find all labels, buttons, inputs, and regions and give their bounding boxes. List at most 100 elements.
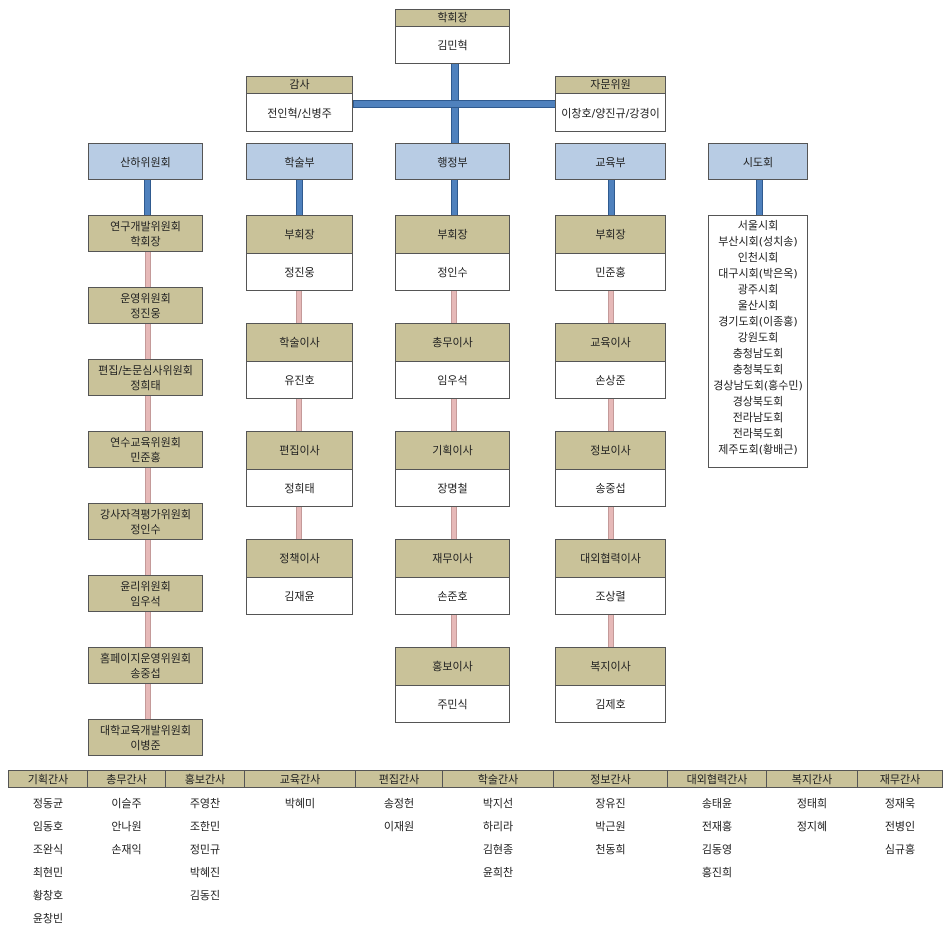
chair-name: 김민혁 — [395, 27, 510, 64]
list-item: 박지선 — [482, 797, 514, 810]
connector-committee-3 — [145, 395, 151, 432]
role-title: 기획이사 — [395, 431, 510, 470]
list-item: 홍진희 — [701, 866, 733, 879]
committee-box: 연구개발위원회 학회장 — [88, 215, 203, 252]
admin-role-box: 부회장 정인수 — [395, 215, 510, 291]
connector-admin-2 — [451, 395, 457, 432]
connector-academic-2 — [296, 395, 302, 432]
committee-name: 정인수 — [130, 522, 161, 536]
list-item: 전라남도회 — [732, 411, 784, 424]
committee-box: 연수교육위원회 민준홍 — [88, 431, 203, 468]
committee-title: 편집/논문심사위원회 — [98, 363, 193, 377]
list-item: 송정헌 — [383, 797, 415, 810]
dept-cities: 시도회 — [708, 143, 808, 180]
connector-committee-4 — [145, 467, 151, 504]
list-item: 박혜미 — [284, 797, 316, 810]
admin-role-box: 홍보이사 주민식 — [395, 647, 510, 723]
role-title: 부회장 — [246, 215, 353, 254]
list-item: 부산시회(성치송) — [718, 235, 798, 248]
role-name: 임우석 — [395, 362, 510, 399]
admin-role-box: 재무이사 손준호 — [395, 539, 510, 615]
education-role-box: 교육이사 손상준 — [555, 323, 666, 399]
connector-committee-1 — [145, 251, 151, 288]
secretary-title: 홍보간사 — [165, 770, 245, 788]
list-item: 황창호 — [32, 889, 64, 902]
role-name: 유진호 — [246, 362, 353, 399]
role-name: 손상준 — [555, 362, 666, 399]
list-item: 박혜진 — [189, 866, 221, 879]
academic-role-box: 편집이사 정희태 — [246, 431, 353, 507]
list-item: 정지혜 — [796, 820, 828, 833]
advisor-name: 이창호/양진규/강경이 — [555, 94, 666, 132]
role-title: 교육이사 — [555, 323, 666, 362]
role-title: 복지이사 — [555, 647, 666, 686]
secretary-column: 학술간사 박지선 하리라 김현종 윤희찬 — [442, 770, 554, 887]
education-role-box: 정보이사 송중섭 — [555, 431, 666, 507]
list-item: 강원도회 — [737, 331, 779, 344]
role-title: 부회장 — [395, 215, 510, 254]
role-name: 송중섭 — [555, 470, 666, 507]
list-item: 울산시회 — [737, 299, 779, 312]
list-item: 서울시회 — [737, 219, 779, 232]
role-title: 재무이사 — [395, 539, 510, 578]
list-item: 정태희 — [796, 797, 828, 810]
secretary-column: 재무간사 정재욱 전병인 심규홍 — [857, 770, 943, 864]
list-item: 윤희찬 — [482, 866, 514, 879]
admin-role-box: 총무이사 임우석 — [395, 323, 510, 399]
connector-education-4 — [608, 611, 614, 648]
academic-role-box: 부회장 정진웅 — [246, 215, 353, 291]
role-title: 정보이사 — [555, 431, 666, 470]
secretary-column: 편집간사 송정헌 이재원 — [355, 770, 443, 841]
list-item: 주영찬 — [189, 797, 221, 810]
connector-committees — [144, 179, 151, 216]
dept-admin: 행정부 — [395, 143, 510, 180]
list-item: 송태윤 — [701, 797, 733, 810]
chair-box: 학회장 김민혁 — [395, 9, 510, 64]
connector-admin-3 — [451, 503, 457, 540]
list-item: 윤창빈 — [32, 912, 64, 925]
secretary-title: 교육간사 — [244, 770, 356, 788]
list-item: 전라북도회 — [732, 427, 784, 440]
connector-committee-2 — [145, 323, 151, 360]
committee-name: 송중섭 — [130, 666, 161, 680]
list-item: 이슬주 — [111, 797, 142, 810]
secretary-title: 재무간사 — [857, 770, 943, 788]
role-title: 부회장 — [555, 215, 666, 254]
list-item: 정민규 — [189, 843, 221, 856]
list-item: 제주도회(황배근) — [718, 443, 798, 456]
committee-box: 강사자격평가위원회 정인수 — [88, 503, 203, 540]
role-name: 정인수 — [395, 254, 510, 291]
list-item: 대구시회(박은옥) — [718, 267, 798, 280]
connector-chair-horizontal — [353, 100, 556, 108]
committee-box: 운영위원회 정진웅 — [88, 287, 203, 324]
secretary-column: 기획간사 정동균 임동호 조완식 최현민 황창호 윤창빈 — [8, 770, 88, 933]
list-item: 김동영 — [701, 843, 733, 856]
dept-academic: 학술부 — [246, 143, 353, 180]
role-name: 민준홍 — [555, 254, 666, 291]
secretary-column: 대외협력간사 송태윤 전재홍 김동영 홍진희 — [667, 770, 767, 887]
auditor-title: 감사 — [246, 76, 353, 94]
admin-role-box: 기획이사 장명철 — [395, 431, 510, 507]
list-item: 하리라 — [482, 820, 514, 833]
committee-box: 편집/논문심사위원회 정희태 — [88, 359, 203, 396]
connector-committee-6 — [145, 611, 151, 648]
list-item: 임동호 — [32, 820, 64, 833]
connector-education-2 — [608, 395, 614, 432]
connector-admin — [451, 179, 458, 216]
committee-name: 정희태 — [130, 378, 161, 392]
education-role-box: 대외협력이사 조상렬 — [555, 539, 666, 615]
list-item: 최현민 — [32, 866, 64, 879]
committee-title: 연구개발위원회 — [110, 219, 181, 233]
auditor-box: 감사 전인혁/신병주 — [246, 76, 353, 132]
committee-box: 대학교육개발위원회 이병준 — [88, 719, 203, 756]
list-item: 광주시회 — [737, 283, 779, 296]
secretary-title: 학술간사 — [442, 770, 554, 788]
list-item: 조완식 — [32, 843, 64, 856]
committee-name: 학회장 — [130, 234, 161, 248]
role-title: 대외협력이사 — [555, 539, 666, 578]
list-item: 정재욱 — [884, 797, 916, 810]
role-name: 김재윤 — [246, 578, 353, 615]
list-item: 전병인 — [884, 820, 916, 833]
connector-education — [608, 179, 615, 216]
list-item: 경기도회(이종홍) — [718, 315, 798, 328]
